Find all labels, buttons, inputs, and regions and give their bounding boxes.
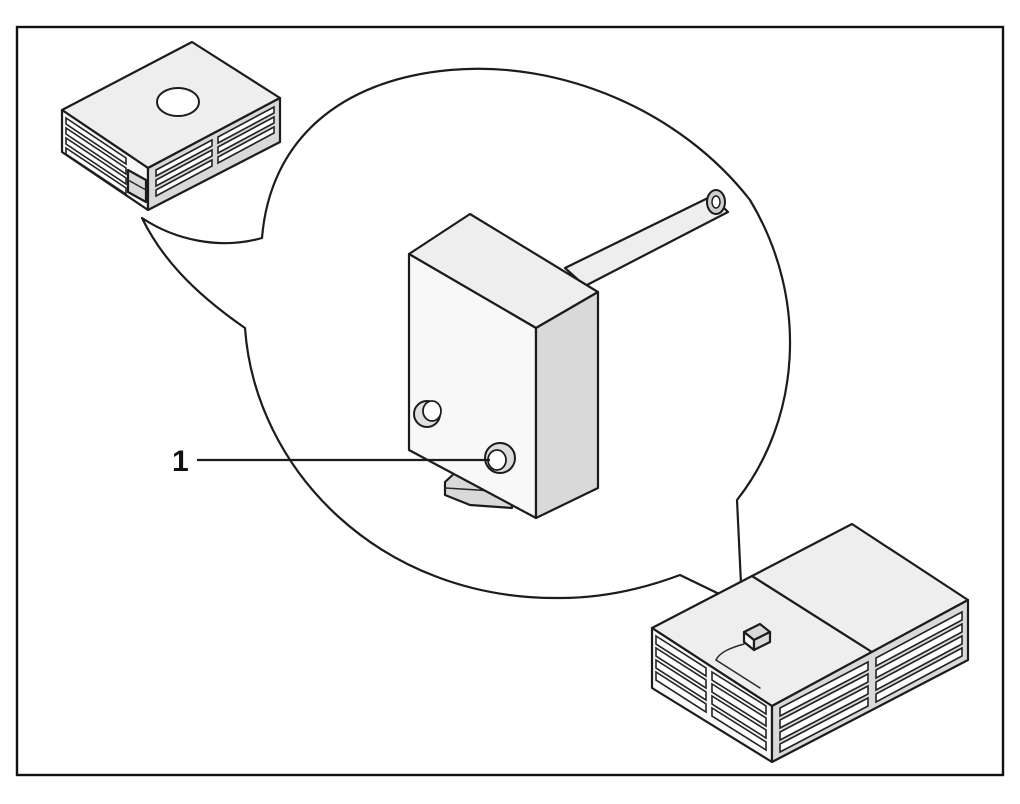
magnifier-callout-circle [140, 67, 792, 607]
upper-left-unit [60, 40, 282, 212]
figure-border [15, 25, 1005, 777]
lower-right-unit [650, 522, 970, 764]
callout-label-1: 1 [172, 445, 189, 478]
top-component [742, 622, 772, 652]
roof-opening [156, 87, 200, 117]
connector [484, 442, 516, 474]
knob-upper [413, 400, 442, 428]
magnified-unit [407, 189, 730, 520]
